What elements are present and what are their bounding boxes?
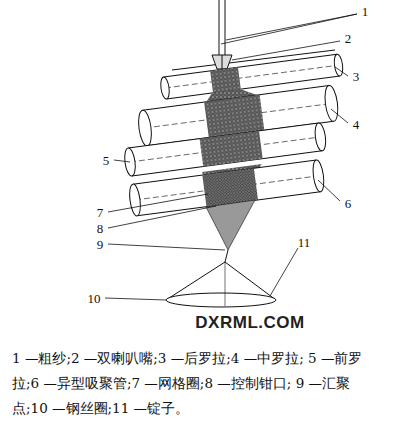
double-trumpet [212,55,232,69]
callout-number: 1 [361,4,370,19]
callout-number: 9 [96,237,105,252]
watermark: DXRML.COM [194,313,305,332]
callout-number: 8 [96,221,105,236]
callout-number: 10 [87,291,102,306]
callout-number: 5 [102,153,111,168]
callout-number: 2 [344,31,353,46]
double-trumpet [222,55,223,69]
yarn [225,250,228,262]
twist-triangle [206,200,255,250]
spindle [225,262,226,306]
callout-number: 6 [344,196,353,211]
leader-lines [105,14,357,300]
roving [219,0,220,57]
callout-number: 7 [96,205,105,220]
roving [225,0,226,57]
figure-caption: 1 —粗纱;2 —双喇叭嘴;3 —后罗拉;4 —中罗拉; 5 —前罗拉;6 —异… [12,346,384,421]
callout-number: 11 [297,235,312,250]
callout-number: 3 [352,69,361,84]
ring [166,293,276,307]
callout-number: 4 [352,117,361,132]
